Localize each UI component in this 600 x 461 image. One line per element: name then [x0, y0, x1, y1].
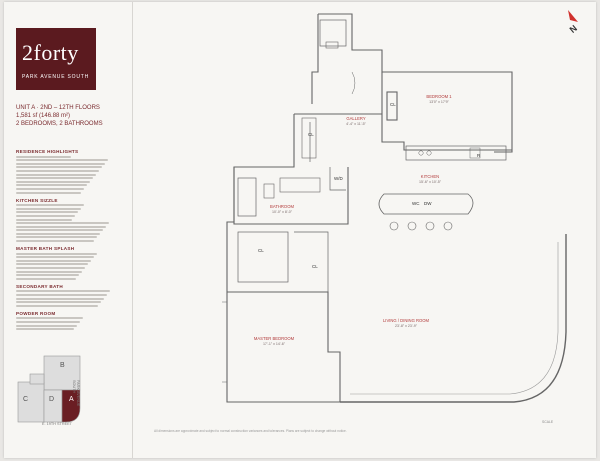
feature-line — [16, 207, 81, 210]
room-kitchen-dim: 15'-6" x 10'-5" — [418, 180, 442, 184]
feature-section-title: SECONDARY BATH — [16, 283, 63, 289]
key-label-b: B — [60, 362, 65, 369]
feature-line — [16, 294, 107, 296]
brand-logo: 2forty PARK AVENUE SOUTH — [16, 28, 96, 90]
room-kitchen: KITCHEN 15'-6" x 10'-5" — [419, 174, 441, 184]
info-panel: 2forty PARK AVENUE SOUTH UNIT A · 2ND – … — [4, 2, 133, 458]
closet-tag-bedroom1: CL — [390, 102, 396, 107]
room-living-dining-name: LIVING / DINING ROOM — [382, 318, 430, 323]
feature-line — [16, 191, 81, 194]
feature-line — [16, 214, 75, 217]
feature-line — [16, 267, 85, 270]
room-living-dining-dim: 23'-8" x 23'-9" — [394, 324, 418, 328]
brand-subtitle: PARK AVENUE SOUTH — [22, 74, 90, 80]
feature-line — [16, 225, 106, 228]
room-living-dining: LIVING / DINING ROOM 23'-8" x 23'-9" — [383, 318, 429, 328]
feature-section-title: RESIDENCE HIGHLIGHTS — [16, 149, 79, 154]
feature-line — [16, 290, 110, 293]
closet-tag-gallery: CL — [308, 132, 314, 137]
feature-line — [16, 328, 74, 331]
feature-line — [16, 301, 101, 304]
feature-line — [16, 274, 79, 277]
key-label-c: C — [23, 396, 29, 403]
unit-summary: UNIT A · 2ND – 12TH FLOORS 1,581 sf (146… — [16, 104, 126, 128]
feature-section-title: POWDER ROOM — [16, 310, 56, 316]
street-bottom-label: E. 19TH STREET — [42, 422, 72, 426]
feature-line — [16, 180, 90, 183]
plan-drawing — [222, 13, 567, 403]
feature-section-title: KITCHEN SIZZLE — [16, 197, 58, 203]
feature-line — [16, 187, 84, 190]
key-plan-diagram — [17, 355, 81, 423]
plan-area: BEDROOM 1 13'0" x 17'9" GALLERY 4'-4" x … — [134, 2, 596, 458]
feature-line — [16, 169, 99, 172]
key-label-d: D — [49, 396, 55, 403]
room-bedroom-1-dim: 13'0" x 17'9" — [429, 100, 449, 104]
feature-line — [16, 204, 84, 207]
room-gallery: GALLERY 4'-4" x 11'-5" — [346, 116, 366, 126]
feature-line — [16, 218, 72, 221]
room-bathroom: BATHROOM 10'-0" x 8'-0" — [270, 204, 294, 214]
north-arrow: N — [562, 8, 586, 42]
closet-tag-master-2: CL — [312, 264, 318, 269]
room-master-bedroom-name: MASTER BEDROOM — [253, 336, 295, 341]
feature-line — [16, 232, 100, 235]
unit-area: 1,581 sf (146.88 m²) — [16, 113, 71, 119]
feature-line — [16, 162, 105, 165]
room-gallery-name: GALLERY — [346, 116, 366, 121]
feature-line — [16, 222, 109, 225]
feature-line — [16, 297, 104, 300]
feature-line — [16, 177, 93, 180]
feature-line — [16, 173, 96, 176]
room-bathroom-name: BATHROOM — [270, 204, 294, 209]
washer-dryer-tag: W/D — [334, 176, 343, 181]
room-bathroom-dim: 10'-0" x 8'-0" — [271, 210, 293, 214]
room-kitchen-name: KITCHEN — [420, 174, 440, 179]
feature-line — [16, 324, 77, 327]
room-master-bedroom: MASTER BEDROOM 17'-1" x 14'-6" — [254, 336, 294, 346]
unit-floors: UNIT A · 2ND – 12TH FLOORS — [16, 105, 100, 111]
key-label-a: A — [69, 396, 74, 403]
room-bedroom-1: BEDROOM 1 13'0" x 17'9" — [426, 94, 451, 104]
refrigerator-tag: R — [477, 153, 481, 158]
floor-plan-sheet: 2forty PARK AVENUE SOUTH UNIT A · 2ND – … — [4, 2, 596, 458]
feature-line — [16, 240, 94, 243]
north-arrow-icon — [568, 10, 578, 22]
feature-line — [16, 259, 91, 262]
feature-line — [16, 277, 76, 280]
scale-label: SCALE — [542, 420, 554, 424]
street-side-label: PARK AVENUE SOUTH — [72, 380, 80, 407]
feature-line — [16, 263, 88, 266]
feature-line — [16, 159, 108, 162]
feature-list: RESIDENCE HIGHLIGHTS KITCHEN SIZZLE MASTER… — [16, 145, 126, 332]
feature-line — [16, 211, 78, 214]
feature-line — [16, 320, 80, 323]
feature-line — [16, 155, 71, 158]
feature-line — [16, 252, 97, 255]
key-plan: B C D A PARK AVENUE SOUTH E. 19TH STREET — [16, 354, 106, 426]
feature-line — [16, 166, 102, 169]
feature-line — [16, 270, 82, 273]
feature-line — [16, 256, 94, 259]
feature-line — [16, 236, 97, 239]
unit-rooms: 2 BEDROOMS, 2 BATHROOMS — [16, 121, 103, 127]
room-bedroom-1-name: BEDROOM 1 — [426, 94, 452, 99]
room-gallery-dim: 4'-4" x 11'-5" — [346, 122, 366, 126]
room-master-bedroom-dim: 17'-1" x 14'-6" — [262, 342, 286, 346]
feature-line — [16, 317, 83, 320]
wine-cooler-tag: WC — [412, 201, 420, 206]
brand-name: 2forty — [22, 40, 79, 65]
feature-line — [16, 184, 87, 187]
disclaimer: All dimensions are approximate and subje… — [154, 429, 347, 433]
closet-tag-master-1: CL — [258, 248, 264, 253]
feature-line — [16, 304, 98, 307]
dishwasher-tag: DW — [424, 201, 432, 206]
feature-section-title: MASTER BATH SPLASH — [16, 246, 75, 252]
feature-line — [16, 229, 103, 232]
